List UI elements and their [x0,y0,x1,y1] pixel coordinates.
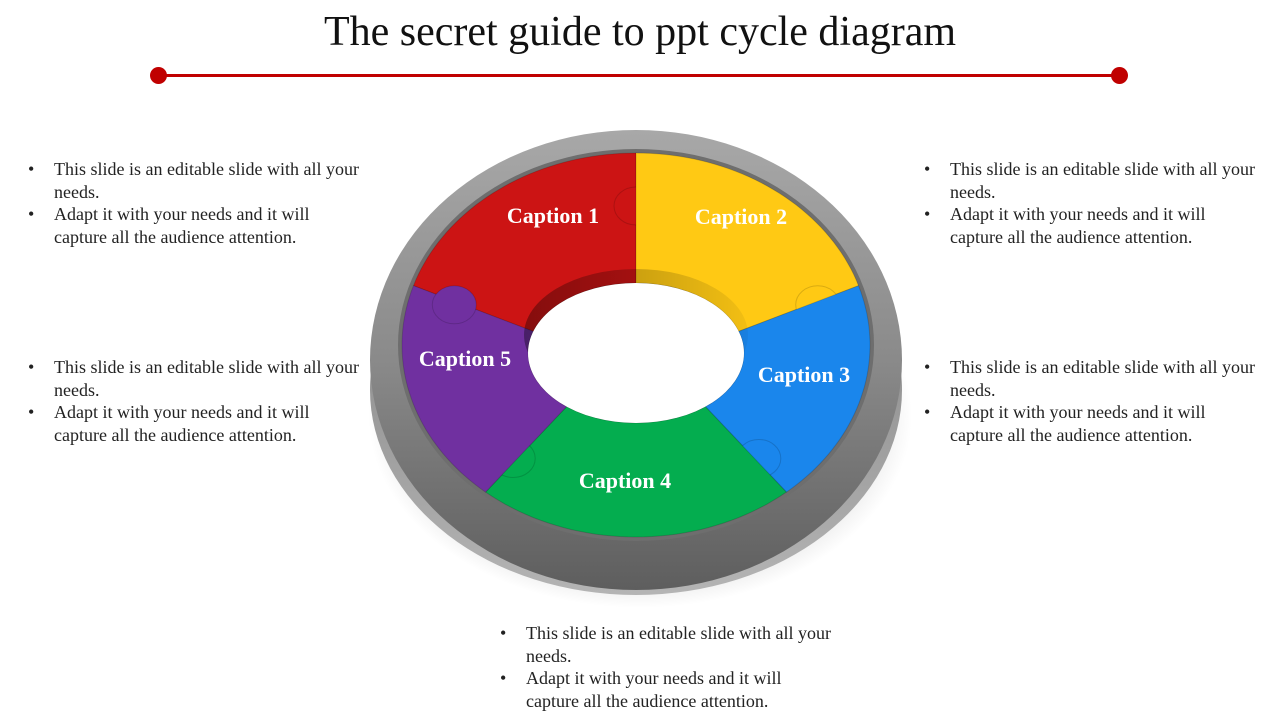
note-bullet: Adapt it with your needs and it will cap… [922,203,1262,248]
note-top-left: This slide is an editable slide with all… [26,158,366,248]
title-underline-right-dot [1111,67,1128,84]
title-underline-line [158,74,1120,77]
puzzle-knob-5 [431,285,477,325]
note-bullet: This slide is an editable slide with all… [922,356,1262,401]
note-bullet: Adapt it with your needs and it will cap… [26,203,366,248]
slide-title: The secret guide to ppt cycle diagram [323,9,957,55]
note-bullet: Adapt it with your needs and it will cap… [26,401,366,446]
caption-4: Caption 4 [579,468,671,493]
note-bottom: This slide is an editable slide with all… [498,622,838,712]
title-underline [150,67,1128,84]
note-bullet: This slide is an editable slide with all… [26,158,366,203]
caption-2: Caption 2 [695,204,787,229]
note-top-right: This slide is an editable slide with all… [922,158,1262,248]
note-bullet: This slide is an editable slide with all… [498,622,838,667]
caption-5: Caption 5 [419,346,511,371]
note-mid-right: This slide is an editable slide with all… [922,356,1262,446]
note-mid-left: This slide is an editable slide with all… [26,356,366,446]
title-underline-left-dot [150,67,167,84]
note-bullet: Adapt it with your needs and it will cap… [498,667,838,712]
note-bullet: Adapt it with your needs and it will cap… [922,401,1262,446]
caption-3: Caption 3 [758,362,850,387]
note-bullet: This slide is an editable slide with all… [26,356,366,401]
note-bullet: This slide is an editable slide with all… [922,158,1262,203]
caption-1: Caption 1 [507,203,599,228]
center-hole [528,283,744,423]
